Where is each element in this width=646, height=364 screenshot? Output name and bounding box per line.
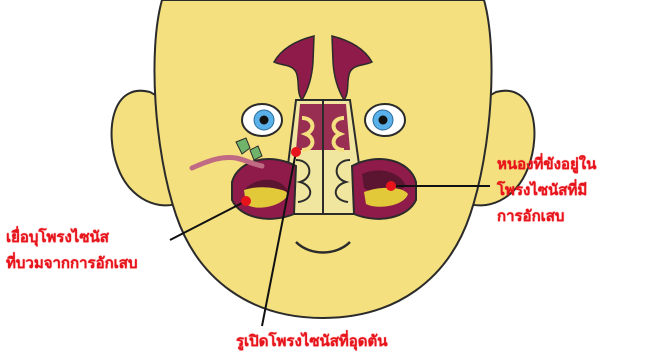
label-swollen-lining-line1: เยื่อบุโพรงไซนัส <box>6 224 137 250</box>
label-trapped-pus-line3: การอักเสบ <box>497 203 596 229</box>
label-trapped-pus-line2: โพรงไซนัสที่มี <box>497 177 596 203</box>
maxillary-sinus-right <box>352 159 416 219</box>
label-blocked-opening: รูเปิดโพรงไซนัสที่อุดตัน <box>236 328 388 354</box>
red-dot-icon <box>241 196 251 206</box>
label-trapped-pus: หนองที่ขังอยู่ใน โพรงไซนัสที่มี การอักเส… <box>497 151 596 229</box>
red-dot-icon <box>386 181 396 191</box>
right-eye <box>365 104 405 136</box>
label-swollen-lining-line2: ที่บวมจากการอักเสบ <box>6 250 137 276</box>
left-eye <box>242 104 282 136</box>
maxillary-sinus-left <box>232 159 296 219</box>
label-swollen-lining: เยื่อบุโพรงไซนัส ที่บวมจากการอักเสบ <box>6 224 137 276</box>
label-blocked-opening-text: รูเปิดโพรงไซนัสที่อุดตัน <box>236 328 388 354</box>
red-dot-icon <box>291 147 301 157</box>
label-trapped-pus-line1: หนองที่ขังอยู่ใน <box>497 151 596 177</box>
